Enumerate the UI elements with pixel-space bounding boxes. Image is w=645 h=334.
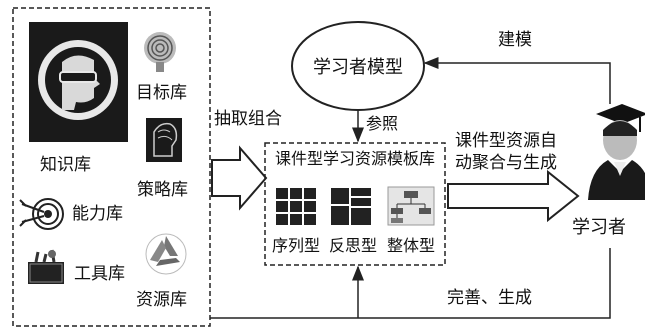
tree-diagram-icon [387,186,435,226]
tool-library-label: 工具库 [74,264,125,284]
graduate-student-icon [588,104,645,200]
library-group-box [12,7,211,327]
model-build-arrow [423,57,611,104]
extract-combine-label: 抽取组合 [214,109,282,129]
head-profile-icon [29,22,128,142]
template-library-title: 课件型学习资源模板库 [275,149,435,168]
learner-label: 学习者 [572,217,626,238]
holistic-type-label: 整体型 [387,236,435,255]
sequence-type-label: 序列型 [272,236,320,255]
template-library-box [264,142,446,266]
reference-label: 参照 [366,114,398,133]
target-arrows-icon [19,198,64,230]
auto-generate-label-line2: 动聚合与生成 [455,153,557,173]
model-build-label: 建模 [498,30,532,50]
improve-label: 完善、生成 [447,288,532,308]
grid-sequence-icon [276,188,316,225]
strategy-library-label: 策略库 [137,180,188,200]
recycle-icon [145,233,187,275]
grid-reflection-icon [331,188,371,225]
toolbox-icon [28,249,64,284]
brain-head-icon [146,118,182,162]
resource-library-label: 资源库 [136,290,187,310]
learner-model-label: 学习者模型 [313,57,403,78]
extract-arrow [211,145,268,211]
goal-library-label: 目标库 [136,83,187,103]
ability-library-label: 能力库 [72,204,123,224]
improve-arrow [210,248,611,319]
reflection-type-label: 反思型 [329,236,377,255]
auto-generate-arrow [447,169,580,223]
auto-generate-label-line1: 课件型资源自 [455,131,557,151]
knowledge-library-label: 知识库 [40,155,91,175]
fingerprint-target-icon [144,32,176,72]
